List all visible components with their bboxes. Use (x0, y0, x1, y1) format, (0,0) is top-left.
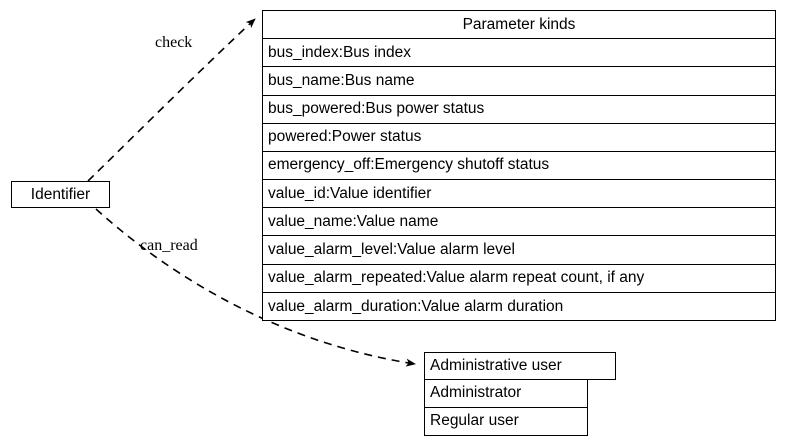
row-label: bus_name:Bus name (268, 71, 415, 89)
table-row[interactable]: value_name:Value name (263, 208, 775, 237)
administrative-user-header: Administrative user (425, 353, 615, 379)
edge-label-can-read: can_read (140, 237, 198, 254)
table-row[interactable]: bus_powered:Bus power status (263, 96, 775, 124)
administrative-user-header-label: Administrative user (430, 357, 562, 374)
table-row[interactable]: Administrator (425, 380, 587, 408)
node-identifier[interactable]: Identifier (11, 181, 110, 208)
table-row[interactable]: powered:Power status (263, 124, 775, 152)
table-row[interactable]: value_alarm_duration:Value alarm duratio… (263, 293, 775, 321)
row-label: bus_index:Bus index (268, 43, 412, 61)
row-label: powered:Power status (268, 128, 422, 146)
table-row[interactable]: bus_index:Bus index (263, 39, 775, 68)
row-label: value_alarm_level:Value alarm level (268, 240, 515, 258)
table-row[interactable]: Regular user (425, 408, 587, 436)
table-row[interactable]: value_alarm_level:Value alarm level (263, 236, 775, 265)
node-parameter-kinds[interactable]: Parameter kinds bus_index:Bus index bus_… (262, 10, 776, 321)
parameter-kinds-header: Parameter kinds (263, 11, 775, 40)
row-label: value_id:Value identifier (268, 184, 432, 202)
node-administrative-user[interactable]: Administrative user (424, 352, 616, 380)
table-row[interactable]: emergency_off:Emergency shutoff status (263, 152, 775, 181)
row-label: value_alarm_repeated:Value alarm repeat … (268, 269, 645, 287)
row-label: bus_powered:Bus power status (268, 100, 485, 118)
edge-label-check: check (155, 34, 193, 51)
row-label: Administrator (430, 384, 522, 402)
row-label: value_alarm_duration:Value alarm duratio… (268, 297, 564, 315)
row-label: emergency_off:Emergency shutoff status (268, 156, 550, 174)
table-row[interactable]: value_alarm_repeated:Value alarm repeat … (263, 265, 775, 293)
table-row[interactable]: bus_name:Bus name (263, 67, 775, 96)
row-label: value_name:Value name (268, 212, 439, 230)
administrative-user-rows[interactable]: Administrator Regular user (424, 380, 588, 436)
node-identifier-label: Identifier (30, 185, 91, 203)
row-label: Regular user (430, 412, 519, 430)
parameter-kinds-header-label: Parameter kinds (462, 15, 576, 33)
table-row[interactable]: value_id:Value identifier (263, 180, 775, 209)
